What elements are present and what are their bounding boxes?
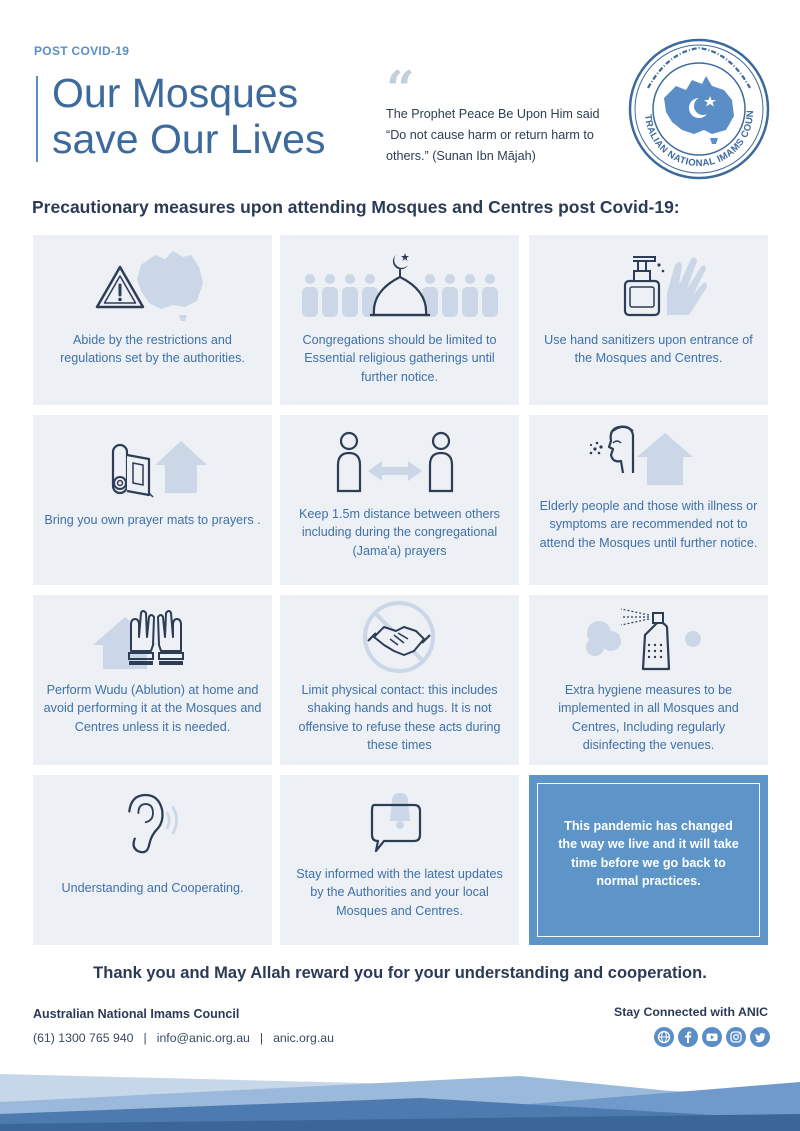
measures-grid: Abide by the restrictions and regulation… bbox=[33, 235, 768, 946]
separator: | bbox=[143, 1031, 147, 1045]
measure-card: Bring you own prayer mats to prayers . bbox=[33, 415, 272, 585]
measure-card: Elderly people and those with illness or… bbox=[529, 415, 768, 585]
eyebrow-label: POST COVID-19 bbox=[34, 44, 130, 58]
sick-person-icon bbox=[589, 425, 693, 485]
measure-card: Stay informed with the latest updates by… bbox=[280, 775, 519, 945]
measure-card: Perform Wudu (Ablution) at home and avoi… bbox=[33, 595, 272, 765]
contact-details: (61) 1300 765 940 | info@anic.org.au | anic.… bbox=[33, 1031, 334, 1045]
title-line-1: Our Mosques bbox=[52, 70, 299, 116]
measure-card: Limit physical contact: this includes sh… bbox=[280, 595, 519, 765]
title-line-2: save Our Lives bbox=[52, 116, 326, 162]
measure-text: Limit physical contact: this includes sh… bbox=[298, 683, 501, 752]
org-name: Australian National Imams Council bbox=[33, 1007, 240, 1021]
twitter-icon[interactable] bbox=[750, 1027, 770, 1047]
measure-text: Keep 1.5m distance between others includ… bbox=[299, 507, 500, 558]
highlight-card: This pandemic has changed the way we liv… bbox=[529, 775, 768, 945]
title-accent-bar bbox=[36, 76, 38, 162]
email-link[interactable]: info@anic.org.au bbox=[156, 1031, 250, 1045]
globe-icon[interactable] bbox=[654, 1027, 674, 1047]
social-links bbox=[654, 1027, 770, 1047]
page-title: Our Mosques save Our Lives bbox=[52, 70, 325, 162]
hadith-quote: The Prophet Peace Be Upon Him said “Do n… bbox=[386, 107, 600, 163]
facebook-icon[interactable] bbox=[678, 1027, 698, 1047]
measure-text: Perform Wudu (Ablution) at home and avoi… bbox=[43, 683, 262, 734]
measure-text: Stay informed with the latest updates by… bbox=[296, 867, 503, 918]
no-handshake-icon bbox=[363, 601, 435, 673]
hand-sanitizer-icon bbox=[623, 256, 707, 317]
quote-mark-icon: “ bbox=[386, 59, 415, 118]
website-link[interactable]: anic.org.au bbox=[273, 1031, 334, 1045]
prayer-mat-icon bbox=[111, 441, 207, 498]
measure-card: Abide by the restrictions and regulation… bbox=[33, 235, 272, 405]
highlight-text: This pandemic has changed the way we liv… bbox=[558, 819, 739, 888]
mosque-congregation-icon bbox=[302, 253, 498, 317]
highlight-frame bbox=[537, 783, 760, 937]
measure-text: Abide by the restrictions and regulation… bbox=[60, 333, 245, 366]
measure-text: Use hand sanitizers upon entrance of the… bbox=[544, 333, 753, 366]
thanks-message: Thank you and May Allah reward you for y… bbox=[93, 964, 707, 982]
chat-bell-icon bbox=[370, 793, 422, 853]
measure-text: Elderly people and those with illness or… bbox=[539, 499, 758, 550]
measure-card: Congregations should be limited to Essen… bbox=[280, 235, 519, 405]
phone-number: (61) 1300 765 940 bbox=[33, 1031, 134, 1045]
anic-logo: AUSTRALIAN NATIONAL IMAMS COUNCIL bbox=[628, 38, 770, 180]
section-heading: Precautionary measures upon attending Mo… bbox=[32, 197, 680, 217]
separator: | bbox=[259, 1031, 264, 1045]
social-distance-icon bbox=[336, 431, 454, 493]
disinfectant-spray-icon bbox=[586, 608, 701, 671]
instagram-icon[interactable] bbox=[726, 1027, 746, 1047]
measure-text: Understanding and Cooperating. bbox=[61, 881, 244, 895]
measure-card: Understanding and Cooperating. bbox=[33, 775, 272, 945]
youtube-icon[interactable] bbox=[702, 1027, 722, 1047]
measure-card: Use hand sanitizers upon entrance of the… bbox=[529, 235, 768, 405]
measure-text: Congregations should be limited to Essen… bbox=[302, 333, 497, 384]
ear-icon bbox=[128, 793, 178, 854]
measure-text: Extra hygiene measures to be implemented… bbox=[558, 683, 739, 752]
measure-card: Extra hygiene measures to be implemented… bbox=[529, 595, 768, 765]
stay-connected-label: Stay Connected with ANIC bbox=[614, 1005, 768, 1019]
footer-wave-decoration bbox=[0, 1074, 800, 1131]
measure-text: Bring you own prayer mats to prayers . bbox=[44, 513, 261, 527]
warning-australia-icon bbox=[95, 251, 203, 321]
washing-hands-icon bbox=[93, 610, 184, 669]
measure-card: Keep 1.5m distance between others includ… bbox=[280, 415, 519, 585]
